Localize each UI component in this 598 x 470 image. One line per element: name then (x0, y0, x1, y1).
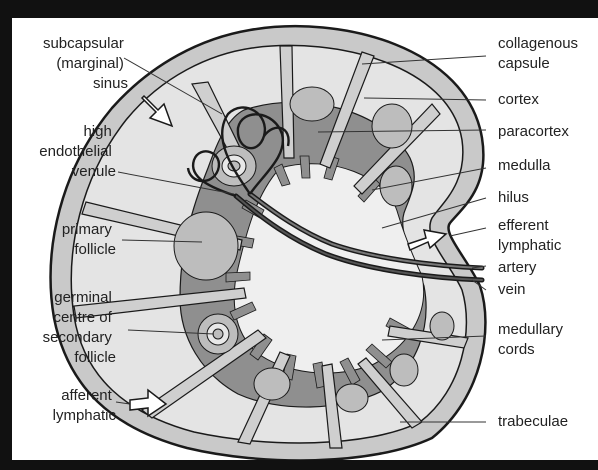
label-germinal-line1: germinal (54, 289, 112, 306)
label-cortex-line1: cortex (498, 91, 539, 108)
label-artery-line1: artery (498, 259, 537, 276)
label-collagenous-capsule: collagenous capsule (498, 35, 582, 72)
label-venule-line2: endothelial (39, 143, 112, 160)
label-trabeculae-line1: trabeculae (498, 413, 568, 430)
label-subcapsular-line1: subcapsular (43, 35, 124, 52)
label-paracortex-line1: paracortex (498, 123, 569, 140)
label-cords-line1: medullary (498, 321, 564, 338)
diagram-panel: subcapsular (marginal) sinus high endoth… (12, 18, 598, 460)
label-artery: artery (498, 259, 537, 276)
label-hilus: hilus (498, 189, 529, 206)
label-efferent-line1: efferent (498, 217, 549, 234)
label-germinal-line2: centre of (53, 309, 112, 326)
label-high-endothelial-venule: high endothelial venule (39, 123, 116, 180)
label-primary-line1: primary (62, 221, 113, 238)
label-cortex: cortex (498, 91, 539, 108)
label-capsule-line2: capsule (498, 55, 550, 72)
label-primary-line2: follicle (74, 241, 116, 258)
lymph-node-diagram: subcapsular (marginal) sinus high endoth… (12, 18, 598, 460)
label-venule-line1: high (83, 123, 111, 140)
label-cords-line2: cords (498, 341, 535, 358)
label-subcapsular-line2: (marginal) (56, 55, 124, 72)
label-afferent-line1: afferent (61, 387, 112, 404)
label-medullary-cords: medullary cords (498, 321, 567, 358)
label-hilus-line1: hilus (498, 189, 529, 206)
label-vein: vein (498, 281, 526, 298)
label-subcapsular-line3: sinus (93, 75, 128, 92)
label-efferent-lymphatic: efferent lymphatic (498, 217, 562, 254)
label-germinal-line3: secondary (43, 329, 113, 346)
label-subcapsular-sinus: subcapsular (marginal) sinus (43, 35, 128, 92)
label-capsule-line1: collagenous (498, 35, 578, 52)
label-afferent-line2: lymphatic (53, 407, 117, 424)
label-medulla-line1: medulla (498, 157, 551, 174)
label-venule-line3: venule (72, 163, 116, 180)
label-germinal-line4: follicle (74, 349, 116, 366)
label-efferent-line2: lymphatic (498, 237, 562, 254)
label-vein-line1: vein (498, 281, 526, 298)
label-paracortex: paracortex (498, 123, 569, 140)
label-medulla: medulla (498, 157, 551, 174)
label-trabeculae: trabeculae (498, 413, 568, 430)
